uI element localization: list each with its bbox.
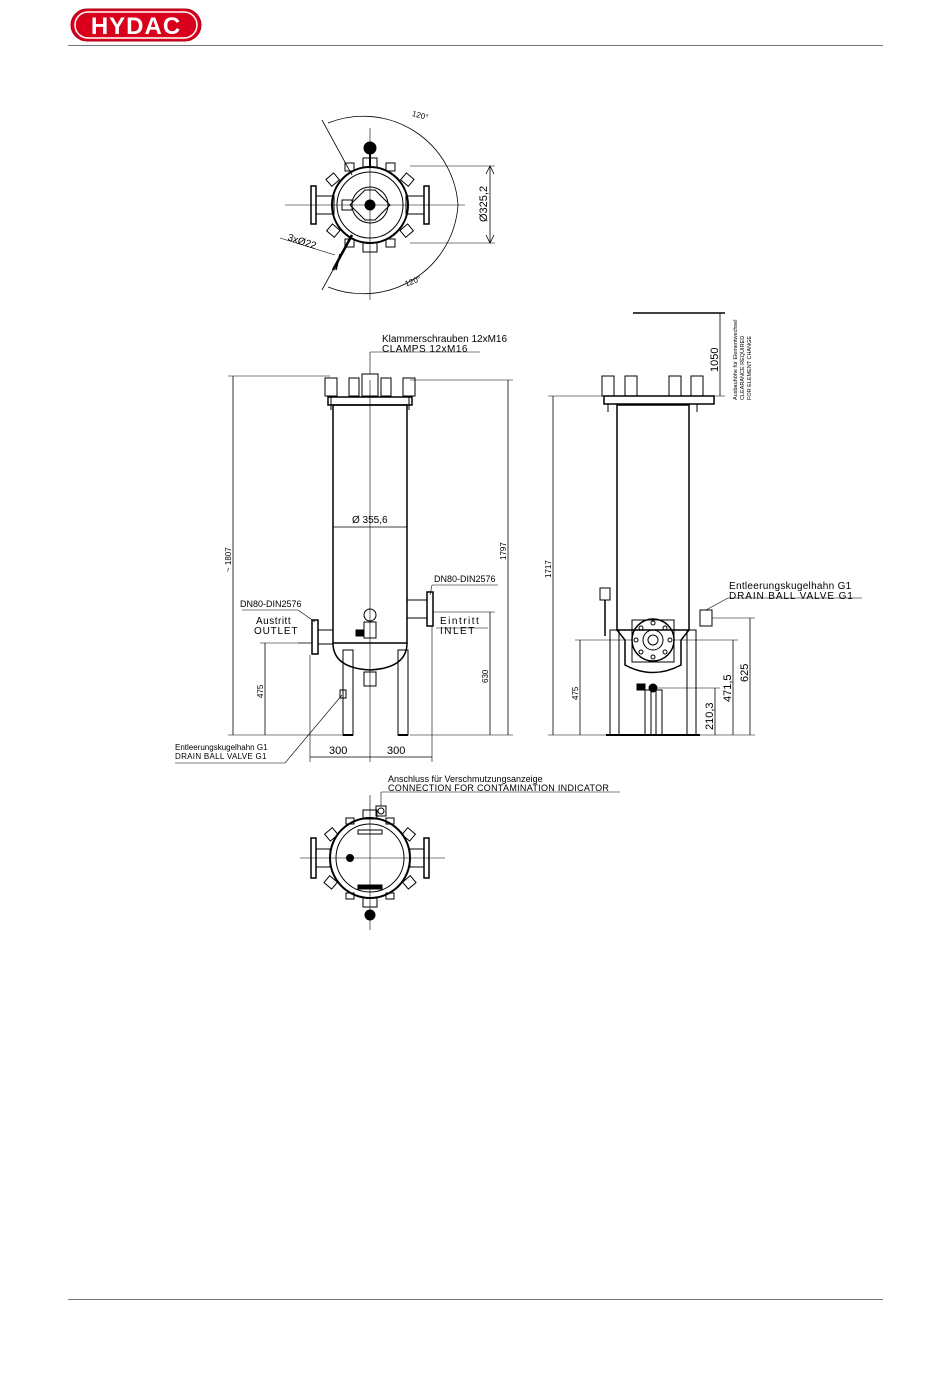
side-view: Klammerschrauben 12xM16 CLAMPS 12xM16 Ø … <box>175 334 513 764</box>
angle-bottom-label: 120° <box>404 274 423 288</box>
width-left-label: 300 <box>329 745 347 757</box>
clearance-value-label: 1050 <box>709 348 721 372</box>
outlet-label-de: Austritt <box>256 616 291 627</box>
height-1717-label: 1717 <box>544 560 553 578</box>
diameter-label: Ø325,2 <box>478 186 490 222</box>
height-1797-label: 1797 <box>499 542 508 560</box>
indicator-label-de: Anschluss für Verschmutzungsanzeige <box>388 774 543 784</box>
clamps-label-en: CLAMPS 12xM16 <box>382 344 468 355</box>
clamps-label-de: Klammerschrauben 12xM16 <box>382 334 507 345</box>
clearance-label-en2: FOR ELEMENT CHANGE <box>747 336 753 400</box>
height-471-label: 471,5 <box>722 674 734 702</box>
width-right-label: 300 <box>387 745 405 757</box>
indicator-label-en: CONNECTION FOR CONTAMINATION INDICATOR <box>388 783 609 793</box>
inlet-flange-label: DN80-DIN2576 <box>434 574 496 584</box>
drain-label-en: DRAIN BALL VALVE G1 <box>175 752 267 761</box>
logo-text: HYDAC <box>91 13 181 40</box>
drain-label-de: Entleerungskugelhahn G1 <box>175 743 268 752</box>
inlet-label-de: Eintritt <box>440 616 480 627</box>
front-drain-label-de: Entleerungskugelhahn G1 <box>729 581 852 592</box>
hydac-logo: HYDAC <box>70 8 202 42</box>
overall-height-label: ~ 1807 <box>224 547 233 572</box>
clearance-label-de: Ausbauhöhe für Elementwechsel <box>733 320 739 400</box>
height-625-label: 625 <box>739 664 751 682</box>
angle-top-label: 120° <box>411 109 429 122</box>
inlet-label-en: INLET <box>440 626 476 637</box>
holes-label: 3xØ22 <box>286 232 318 252</box>
bottom-view: Anschluss für Verschmutzungsanzeige CONN… <box>300 774 620 930</box>
front-view: 1050 Ausbauhöhe für Elementwechsel CLEAR… <box>544 312 862 736</box>
front-height-475-label: 475 <box>571 686 580 700</box>
top-view: 120° 120° Ø325,2 3xØ22 <box>279 109 495 300</box>
footer-rule <box>68 1299 883 1300</box>
header-rule <box>68 45 883 46</box>
height-210-label: 210,3 <box>704 702 716 730</box>
shell-diameter-label: Ø 355,6 <box>352 515 388 526</box>
outlet-flange-label: DN80-DIN2576 <box>240 599 302 609</box>
clearance-label-en1: CLEARANCE REQUIRED <box>740 336 746 400</box>
outlet-height-label: 475 <box>256 684 265 698</box>
inlet-height-label: 630 <box>481 669 490 683</box>
front-drain-label-en: DRAIN BALL VALVE G1 <box>729 591 854 602</box>
outlet-label-en: OUTLET <box>254 626 298 637</box>
